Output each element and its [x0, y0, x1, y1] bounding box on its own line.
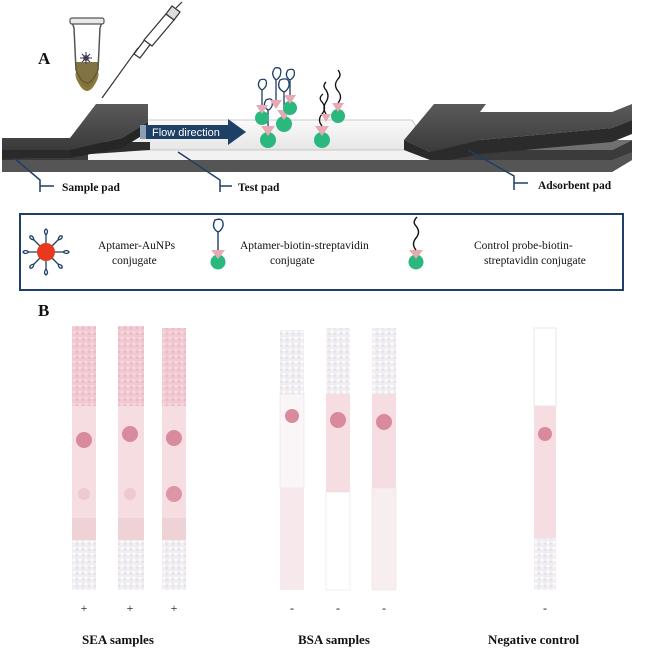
sea-strip-1: [72, 326, 96, 590]
bsa-strip-1: [279, 330, 305, 590]
adsorbent-pad-callout: [467, 149, 528, 190]
legend-aunp-line1: Aptamer-AuNPs: [98, 240, 176, 252]
panel-b-letter: B: [38, 301, 49, 320]
legend-control-line2: streptavidin conjugate: [484, 255, 586, 267]
legend-box: [19, 213, 624, 291]
result-sign-0-0: +: [81, 601, 88, 615]
flow-direction-arrow: Flow direction: [140, 119, 246, 145]
control-line-probe-conjugates: [314, 69, 345, 148]
panel-a-letter: A: [38, 49, 51, 68]
sample-pad: [2, 104, 150, 160]
test-pad-callout: [177, 151, 232, 192]
result-sign-1-2: -: [382, 601, 386, 615]
result-sign-1-0: -: [290, 601, 294, 615]
aptamer-aunp-icon: [22, 228, 70, 276]
test-pad-label: Test pad: [238, 182, 280, 194]
legend-biotin-line1: Aptamer-biotin-streptavidin: [240, 240, 369, 252]
adsorbent-pad: [404, 104, 632, 164]
sea-strip-2: [118, 326, 144, 590]
legend-aunp-line2: conjugate: [112, 255, 157, 267]
result-signs: + + + - - - -: [81, 601, 547, 615]
result-sign-0-2: +: [171, 601, 178, 615]
result-sign-0-1: +: [127, 601, 134, 615]
microtube-icon: [69, 17, 105, 91]
control-probe-streptavidin-icon: [408, 216, 424, 270]
adsorbent-pad-label: Adsorbent pad: [538, 180, 612, 192]
pipette-icon: [101, 1, 183, 99]
lateral-flow-strip: [2, 104, 632, 172]
legend-control-line1: Control probe-biotin-: [474, 240, 573, 252]
sea-strip-3: [162, 328, 186, 590]
result-sign-1-1: -: [336, 601, 340, 615]
sample-pad-label: Sample pad: [62, 182, 120, 194]
flow-direction-label: Flow direction: [152, 127, 220, 139]
legend-biotin-line2: conjugate: [270, 255, 315, 267]
bsa-strip-3: [371, 328, 397, 591]
group-label-bsa: BSA samples: [298, 632, 370, 647]
sample-pad-callout: [13, 157, 54, 192]
test-line-aptamer-conjugates: [255, 67, 297, 148]
bsa-strip-2: [325, 328, 351, 591]
group-label-sea: SEA samples: [82, 632, 154, 647]
result-sign-2-0: -: [543, 601, 547, 615]
group-label-negative-control: Negative control: [488, 632, 579, 647]
negative-control-strip: [533, 327, 557, 590]
aptamer-biotin-streptavidin-icon: [210, 218, 226, 270]
